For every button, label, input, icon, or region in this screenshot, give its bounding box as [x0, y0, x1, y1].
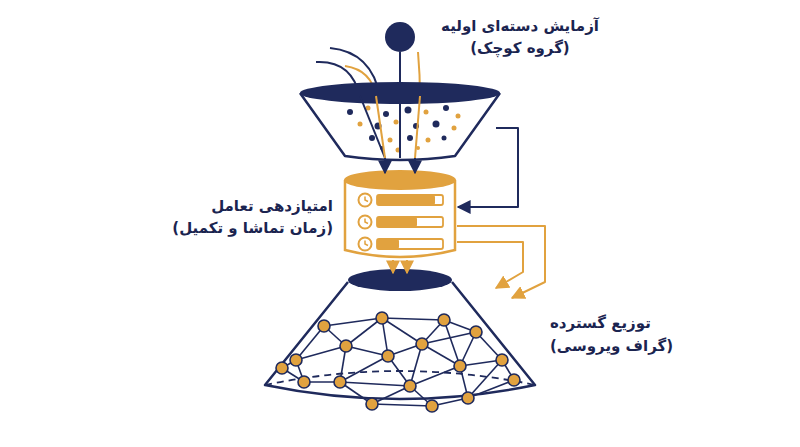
funnel-stage: آزمایش دسته‌ای اولیه(گروه کوچک)	[298, 82, 502, 158]
flow-arrow	[457, 242, 523, 288]
flow-arrow	[414, 158, 416, 173]
network-cone-stage-outline	[262, 268, 538, 413]
flow-arrow	[392, 260, 394, 273]
stage-subheading: (زمان تماشا و تکمیل)	[170, 218, 335, 238]
funnel-stage-outline	[298, 82, 502, 158]
flow-arrow	[406, 260, 408, 273]
stage-subheading: (گروه کوچک)	[468, 38, 571, 58]
flow-arrow	[384, 158, 386, 173]
cylinder-stage-outline	[343, 170, 457, 260]
flow-arrow	[458, 128, 518, 207]
flow-arrow	[457, 226, 545, 298]
stage-heading: امتیازدهی تعامل	[209, 196, 335, 216]
stage-subheading: (گراف ویروسی)	[548, 336, 675, 356]
stage-heading: آزمایش دسته‌ای اولیه	[439, 16, 601, 36]
stage-heading: توزیع گسترده	[548, 313, 653, 333]
seed-dot	[385, 22, 415, 52]
network-cone-stage: توزیع گسترده(گراف ویروسی)	[262, 268, 538, 413]
cylinder-stage: امتیازدهی تعامل(زمان تماشا و تکمیل)	[343, 170, 457, 260]
